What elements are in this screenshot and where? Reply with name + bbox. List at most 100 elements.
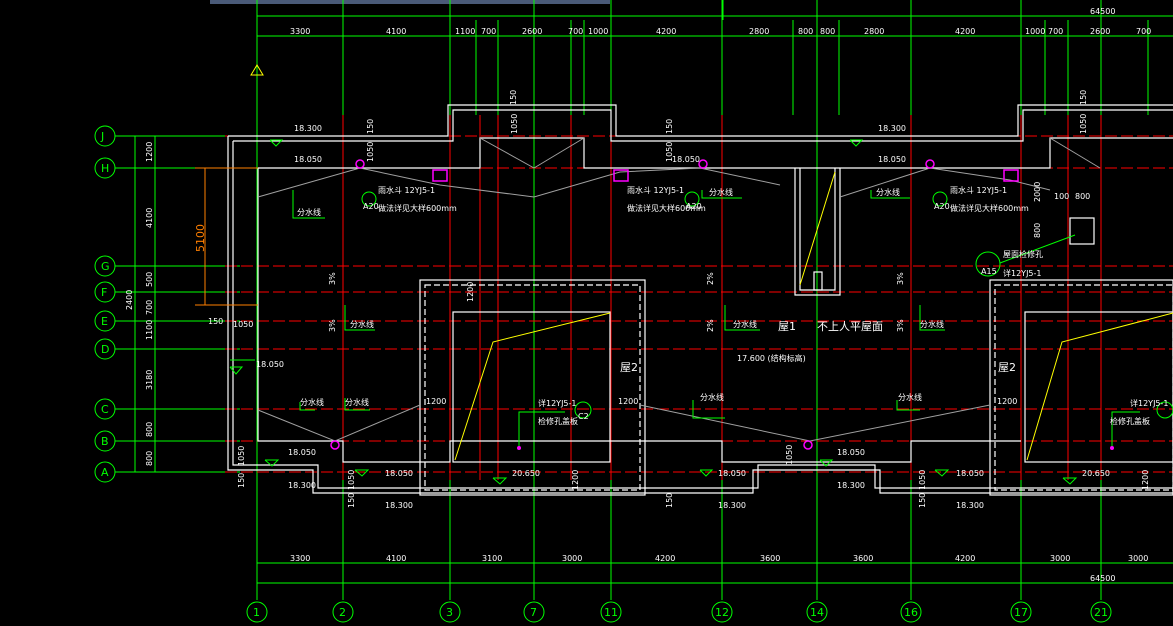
elevation-label: 18.050 xyxy=(837,448,865,457)
dim-label: 3100 xyxy=(482,554,502,563)
dim-label: 1050 xyxy=(1079,114,1088,134)
yellow-slope-lines xyxy=(454,171,1173,461)
ridge-line-label: 分水线 xyxy=(876,187,900,197)
axis-bubbles xyxy=(94,125,1112,623)
dim-label: 1050 xyxy=(366,142,375,162)
elevation-label: 18.300 xyxy=(837,481,865,490)
axis-label: H xyxy=(101,162,109,175)
axis-label: C xyxy=(101,403,109,416)
axis-label: 7 xyxy=(530,606,537,619)
drawing-notes: 分水线 分水线 分水线 分水线 分水线 分水线 分水线 分水线 分水线 分水线 … xyxy=(297,185,1169,426)
dim-label: 1000 xyxy=(1025,27,1045,36)
toolbar-strip[interactable] xyxy=(210,0,610,4)
axis-label: A xyxy=(101,466,109,479)
elevation-label: 18.300 xyxy=(385,501,413,510)
dim-label: 3180 xyxy=(145,370,154,390)
ridge-line-label: 分水线 xyxy=(733,319,757,329)
detail-tag: A20 xyxy=(686,202,702,211)
roof-drains xyxy=(330,159,1019,450)
column-axis-labels: 1 2 3 7 11 12 14 16 17 21 xyxy=(253,606,1108,619)
ridge-line-label: 分水线 xyxy=(709,187,733,197)
dim-label: 1200 xyxy=(145,142,154,162)
reference-note: 详12YJ5-1 xyxy=(538,398,577,408)
dim-label: 700 xyxy=(145,300,154,315)
ridge-line-label: 分水线 xyxy=(297,207,321,217)
drain-note: 做法详见大样600mm xyxy=(378,203,457,213)
reference-note: 检修孔盖板 xyxy=(538,416,578,426)
axis-label: 3 xyxy=(446,606,453,619)
elevation-label: 18.300 xyxy=(878,124,906,133)
dim-label: 1050 xyxy=(233,320,253,329)
dim-label: 700 xyxy=(1136,27,1151,36)
dim-label: 700 xyxy=(568,27,583,36)
elevation-label: 18.050 xyxy=(385,469,413,478)
dim-label: 800 xyxy=(1075,192,1090,201)
left-dimension-labels: 1200 4100 500 700 2400 1100 3180 800 800… xyxy=(125,142,207,466)
elevation-label: 20.650 xyxy=(512,469,540,478)
dim-label: 3000 xyxy=(562,554,582,563)
reference-note: 详12YJ5-1 xyxy=(1130,398,1169,408)
axis-label: 2 xyxy=(339,606,346,619)
elevation-label: 18.300 xyxy=(718,501,746,510)
dim-label: 3000 xyxy=(1050,554,1070,563)
dim-label: 150 xyxy=(347,493,356,508)
axis-label: G xyxy=(101,260,110,273)
row-grid-lines xyxy=(115,15,1173,584)
reference-note: 详12YJ5-1 xyxy=(1003,268,1042,278)
dim-label: 4100 xyxy=(386,27,406,36)
elevation-label: 18.050 xyxy=(718,469,746,478)
roof-type-label: 屋1 xyxy=(778,320,796,333)
small-dimension-labels: 150 1050 1050 150 1050 1200 1200 1200 12… xyxy=(208,90,1150,508)
dim-label: 4200 xyxy=(955,554,975,563)
row-axis-labels: J H G F E D C B A xyxy=(100,130,110,479)
dim-label: 1000 xyxy=(588,27,608,36)
reference-note: 检修孔盖板 xyxy=(1110,416,1150,426)
red-axis-lines xyxy=(225,135,1173,473)
dim-label: 4200 xyxy=(655,554,675,563)
drain-note: 做法详见大样600mm xyxy=(950,203,1029,213)
dim-label: 1200 xyxy=(1141,470,1150,490)
elevation-label: 18.050 xyxy=(256,360,284,369)
dim-label: 3300 xyxy=(290,554,310,563)
drain-note: 做法详见大样600mm xyxy=(627,203,706,213)
dim-label: 1050 xyxy=(510,114,519,134)
dim-label: 150 xyxy=(208,317,223,326)
dim-label: 1200 xyxy=(618,397,638,406)
detail-tag: A15 xyxy=(981,267,997,276)
axis-label: D xyxy=(101,343,109,356)
dim-label: 1050 xyxy=(918,470,927,490)
elevation-labels: 18.300 18.050 18.050 18.300 18.050 18.05… xyxy=(256,124,1110,510)
slope-label: 3% xyxy=(328,272,337,285)
dim-label: 150 xyxy=(1079,90,1088,105)
dim-label: 1050 xyxy=(237,446,246,466)
axis-label: B xyxy=(101,435,109,448)
dim-label: 800 xyxy=(145,422,154,437)
roof-description: 不上人平屋面 xyxy=(817,320,883,333)
dim-label: 4100 xyxy=(145,208,154,228)
axis-label: 1 xyxy=(253,606,260,619)
building-outline xyxy=(227,104,1173,496)
slope-label: 3% xyxy=(896,272,905,285)
dim-label: 1100 xyxy=(455,27,475,36)
drain-note: 雨水斗 12YJ5-1 xyxy=(378,185,435,195)
dim-label: 1050 xyxy=(665,142,674,162)
drain-note: 雨水斗 12YJ5-1 xyxy=(627,185,684,195)
overall-dim-top: 64500 xyxy=(1090,7,1115,16)
dim-label: 2000 xyxy=(1033,182,1042,202)
dim-label: 150 xyxy=(918,493,927,508)
ridge-line-label: 分水线 xyxy=(345,397,369,407)
elevation-label: 18.050 xyxy=(878,155,906,164)
axis-label: F xyxy=(101,286,107,299)
dim-label: 500 xyxy=(145,272,154,287)
elevation-label: 20.650 xyxy=(1082,469,1110,478)
axis-label: 14 xyxy=(810,606,824,619)
column-grid-lines xyxy=(256,0,1149,600)
dim-label: 100 xyxy=(1054,192,1069,201)
dim-label: 150 xyxy=(665,119,674,134)
ridge-line-label: 分水线 xyxy=(700,392,724,402)
dim-label: 1100 xyxy=(145,320,154,340)
axis-label: 12 xyxy=(715,606,729,619)
hatch-note: 屋面检修孔 xyxy=(1003,249,1043,259)
